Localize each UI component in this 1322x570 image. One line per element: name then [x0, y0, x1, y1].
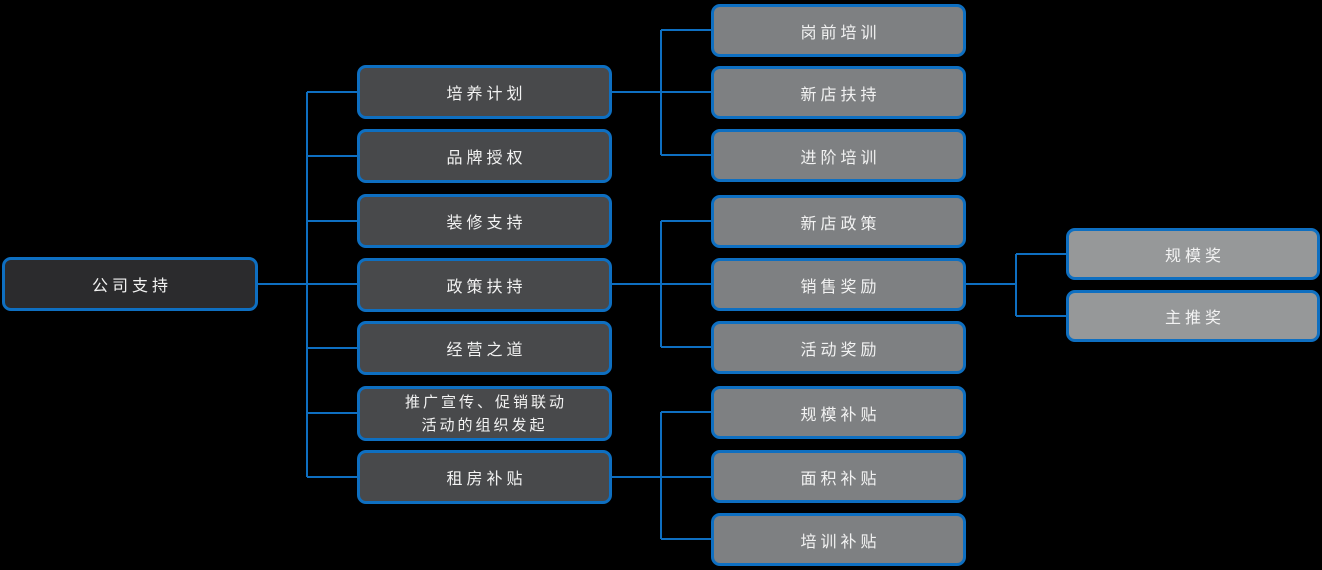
- node-advanced-training[interactable]: 进阶培训: [711, 129, 966, 182]
- node-promotion-organization[interactable]: 推广宣传、促销联动 活动的组织发起: [357, 386, 612, 441]
- node-company-support[interactable]: 公司支持: [2, 257, 258, 311]
- node-business-philosophy[interactable]: 经营之道: [357, 321, 612, 375]
- node-brand-authorization[interactable]: 品牌授权: [357, 129, 612, 183]
- node-sales-incentive[interactable]: 销售奖励: [711, 258, 966, 311]
- node-training-plan[interactable]: 培养计划: [357, 65, 612, 119]
- node-policy-support[interactable]: 政策扶持: [357, 258, 612, 312]
- node-new-store-support[interactable]: 新店扶持: [711, 66, 966, 119]
- node-activity-incentive[interactable]: 活动奖励: [711, 321, 966, 374]
- node-training-subsidy[interactable]: 培训补贴: [711, 513, 966, 566]
- node-new-store-policy[interactable]: 新店政策: [711, 195, 966, 248]
- node-scale-subsidy[interactable]: 规模补贴: [711, 386, 966, 439]
- node-pre-job-training[interactable]: 岗前培训: [711, 4, 966, 57]
- node-main-push-award[interactable]: 主推奖: [1066, 290, 1320, 342]
- node-area-subsidy[interactable]: 面积补贴: [711, 450, 966, 503]
- node-rent-subsidy[interactable]: 租房补贴: [357, 450, 612, 504]
- node-decoration-support[interactable]: 装修支持: [357, 194, 612, 248]
- node-scale-award[interactable]: 规模奖: [1066, 228, 1320, 280]
